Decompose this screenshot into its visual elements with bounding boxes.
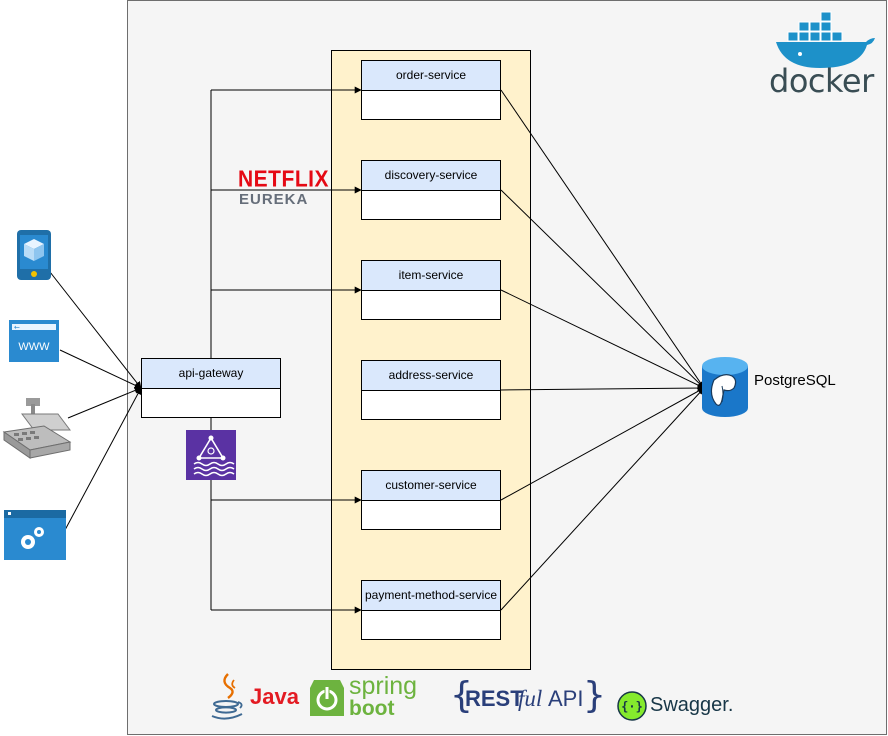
boot-logo-text: boot	[349, 697, 395, 720]
edge-payment-to-db	[500, 387, 705, 611]
eureka-logo-text: EUREKA	[239, 191, 309, 208]
payment-method-service-box[interactable]: payment-method-service	[361, 580, 501, 640]
gateway-label: api-gateway	[142, 359, 280, 389]
discovery-service-box[interactable]: discovery-service	[361, 160, 501, 220]
edge-address-to-db	[500, 384, 705, 392]
rest-brace-open: {	[450, 675, 473, 716]
edge-pos-to-gateway	[67, 387, 142, 419]
pos-terminal-icon	[2, 398, 72, 459]
rest-brace-close: }	[583, 675, 606, 716]
edge-item-to-db	[500, 289, 705, 389]
swagger-logo-text: Swagger.	[650, 694, 734, 716]
service-label: item-service	[362, 261, 500, 291]
spring-power-icon	[310, 680, 344, 716]
address-service-box[interactable]: address-service	[361, 360, 501, 420]
postgresql-database-icon	[702, 357, 748, 417]
docker-whale-icon	[776, 11, 875, 68]
item-service-box[interactable]: item-service	[361, 260, 501, 320]
customer-service-box[interactable]: customer-service	[361, 470, 501, 530]
service-label: customer-service	[362, 471, 500, 501]
service-label: discovery-service	[362, 161, 500, 191]
service-label: payment-method-service	[362, 581, 500, 611]
swagger-icon: {·}	[617, 691, 647, 721]
java-cup-icon	[211, 673, 243, 720]
app-settings-icon	[4, 510, 66, 560]
svg-text:{·}: {·}	[621, 700, 643, 714]
spring-logo-text: spring	[349, 672, 418, 700]
svg-text:←: ←	[14, 324, 20, 332]
kafka-icon	[186, 430, 236, 480]
web-browser-icon: ← WWW	[9, 320, 59, 362]
service-label: order-service	[362, 61, 500, 91]
java-logo-text: Java	[250, 684, 299, 709]
api-gateway-box[interactable]: api-gateway	[141, 358, 281, 418]
docker-logo-text: docker	[769, 62, 874, 100]
edge-order-to-db	[500, 89, 705, 389]
netflix-logo-text: NETFLIX	[238, 166, 329, 193]
order-service-box[interactable]: order-service	[361, 60, 501, 120]
edge-mobile-to-gateway	[49, 271, 142, 389]
postgresql-label: PostgreSQL	[754, 372, 836, 389]
www-label: WWW	[18, 341, 50, 353]
edge-customer-to-db	[500, 387, 705, 501]
edge-discovery-to-db	[500, 189, 705, 389]
rest-api-text: API	[548, 686, 584, 711]
edge-app-to-gateway	[64, 387, 142, 531]
edge-web-to-gateway	[59, 349, 142, 389]
mobile-device-icon	[17, 230, 51, 280]
rest-ful-text: ful	[518, 686, 543, 711]
rest-logo-text: REST	[465, 686, 524, 711]
service-label: address-service	[362, 361, 500, 391]
